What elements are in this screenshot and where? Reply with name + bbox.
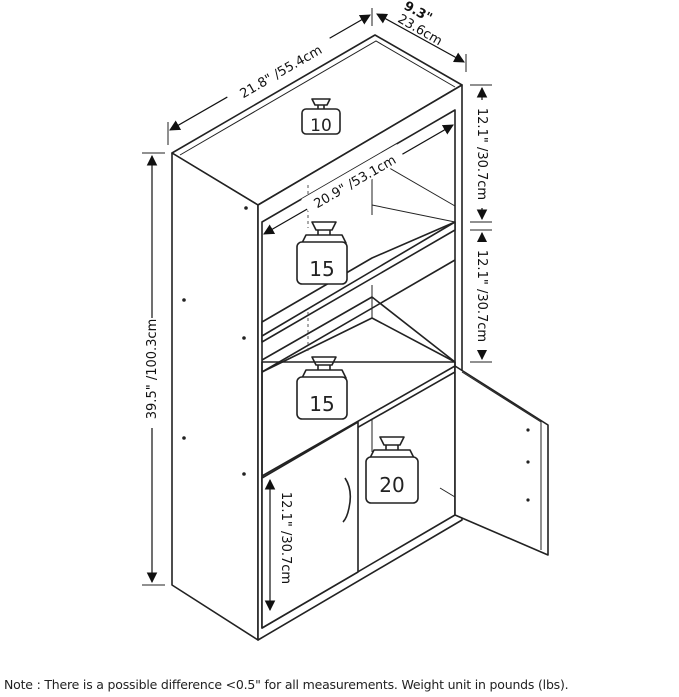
svg-text:12.1" /30.7cm: 12.1" /30.7cm xyxy=(474,108,489,200)
dimension-overall-height: 39.5" /100.3cm xyxy=(142,152,165,586)
svg-text:15: 15 xyxy=(309,392,334,416)
svg-text:39.5" /100.3cm: 39.5" /100.3cm xyxy=(145,319,160,419)
weight-shelf-2: 15 xyxy=(296,356,348,420)
shelf-1 xyxy=(261,221,456,343)
measurement-note: Note : There is a possible difference <0… xyxy=(4,677,569,692)
weight-cabinet: 20 xyxy=(365,436,419,504)
svg-text:10: 10 xyxy=(310,116,332,136)
dimension-shelf-height-top: 12.1" /30.7cm xyxy=(470,84,492,223)
svg-text:12.1" /30.7cm: 12.1" /30.7cm xyxy=(474,250,489,342)
door-handle xyxy=(342,477,352,523)
left-side-panel xyxy=(171,152,259,641)
svg-text:20: 20 xyxy=(379,473,404,497)
dimension-shelf-height-bottom: 12.1" /30.7cm xyxy=(264,478,294,612)
bookcase xyxy=(171,34,549,641)
dimension-shelf-height-middle: 12.1" /30.7cm xyxy=(470,229,492,363)
right-door xyxy=(454,365,549,556)
svg-text:12.1" /30.7cm: 12.1" /30.7cm xyxy=(278,492,293,584)
svg-text:15: 15 xyxy=(309,257,334,281)
